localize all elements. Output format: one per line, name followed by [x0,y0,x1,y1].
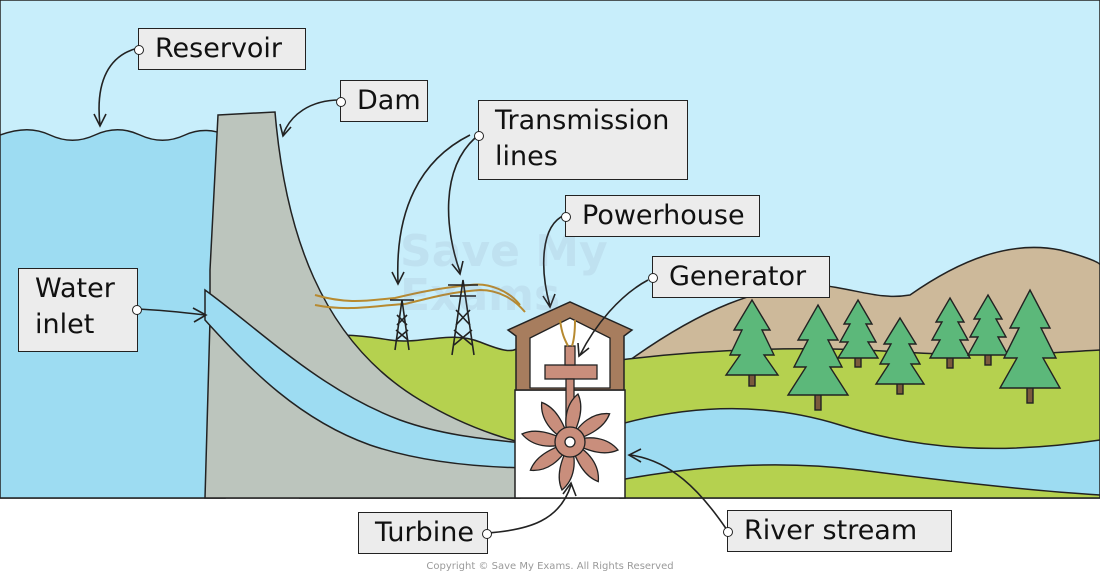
arrow-transmission-2 [447,137,476,273]
transmission-wires [314,283,521,306]
label-water-inlet-text-1: Water [35,273,115,304]
pylon-1 [390,299,414,351]
arrow-dam [282,99,341,136]
label-water-inlet: Water inlet [18,268,142,352]
pylon-2 [448,279,478,356]
label-dot [474,131,484,141]
arrow-powerhouse-head [542,293,556,309]
arrow-generator-head [577,342,590,358]
label-transmission-text-1: Transmission [495,105,670,136]
trees [724,288,1062,411]
tree [786,303,850,411]
label-water-inlet-text-2: inlet [35,309,95,340]
label-dot [723,527,733,537]
arrow-transmission-1-head [391,271,405,286]
arrow-transmission-1 [396,134,471,283]
label-powerhouse: Powerhouse [561,195,760,237]
arrow-water-inlet-head [192,307,208,323]
label-dot [134,45,144,55]
tree [874,316,926,395]
label-dot [482,529,492,539]
tree [998,288,1062,404]
tree [836,298,880,368]
arrow-transmission-2-head [451,260,464,276]
arrow-generator [579,279,649,356]
label-reservoir-text: Reservoir [155,33,283,64]
arrow-powerhouse [542,214,566,307]
arrow-water-inlet [136,308,206,316]
arrow-river [629,454,728,531]
label-dot [648,273,658,283]
label-dot [336,97,346,107]
label-turbine: Turbine [358,512,492,554]
river [599,407,1100,496]
label-dot [132,305,142,315]
arrow-river-head [627,448,642,463]
tree [966,293,1010,366]
watermark: Save My Exams [400,230,608,318]
label-transmission-lines: Transmission lines [474,100,688,180]
tree [724,298,780,387]
label-dot [561,212,571,222]
label-generator-text: Generator [669,261,807,292]
copyright-text: Copyright © Save My Exams. All Rights Re… [426,561,674,572]
label-river-stream-text: River stream [744,515,918,546]
watermark-line-2: Exams [400,270,561,321]
leader-arrows [93,47,728,534]
arrow-dam-head [279,123,292,138]
label-river-stream: River stream [723,510,952,552]
label-dam-text: Dam [357,85,421,116]
label-reservoir: Reservoir [134,28,306,70]
transmission-wires-2 [314,288,526,313]
arrow-reservoir-head [93,113,107,128]
label-turbine-text: Turbine [375,517,474,548]
arrow-reservoir [98,47,139,126]
label-dam: Dam [336,80,428,122]
turbine [520,392,620,492]
label-generator: Generator [648,256,830,298]
arrow-turbine [486,484,572,534]
label-transmission-text-2: lines [495,141,558,172]
tree [928,296,972,369]
arrow-turbine-head [562,481,577,497]
label-powerhouse-text: Powerhouse [582,200,745,231]
